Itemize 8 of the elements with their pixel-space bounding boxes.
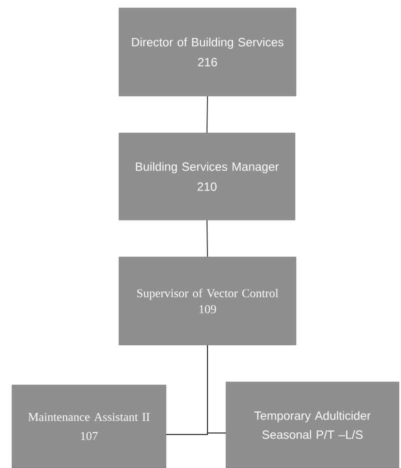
- connector-line: [207, 344, 226, 434]
- position-box: Director of Building Services 216: [118, 8, 296, 96]
- position-box: Temporary Adulticider Seasonal P/T –L/S: [226, 382, 400, 468]
- position-box: Supervisor of Vector Control 109: [118, 256, 296, 346]
- position-box: Building Services Manager 210: [118, 132, 296, 220]
- position-box: Maintenance Assistant II 107: [12, 384, 166, 468]
- connector-line: [206, 96, 208, 134]
- connector-line: [206, 220, 208, 258]
